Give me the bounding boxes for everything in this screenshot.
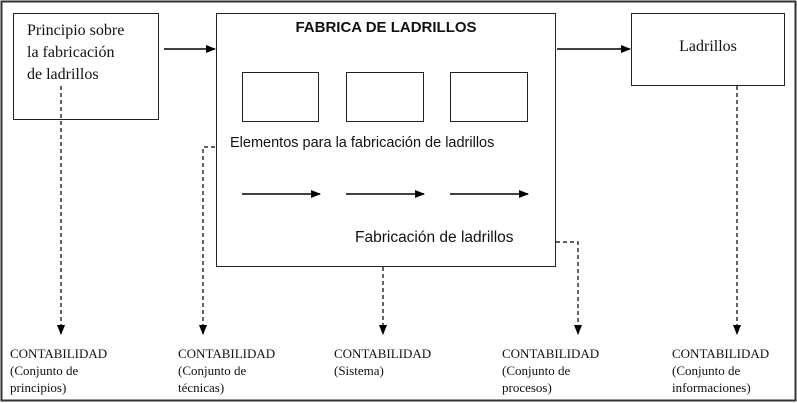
contabilidad-title: CONTABILIDAD — [334, 346, 432, 361]
contabilidad-informaciones: CONTABILIDAD (Conjunto de informaciones) — [672, 345, 769, 396]
elements-label: Elementos para la fabricación de ladrill… — [230, 135, 495, 151]
principle-box-text: Principio sobre la fabricación de ladril… — [27, 20, 124, 86]
output-box — [631, 13, 785, 86]
contabilidad-desc: principios) — [10, 380, 67, 395]
contabilidad-desc: técnicas) — [178, 380, 225, 395]
contabilidad-tecnicas: CONTABILIDAD (Conjunto de técnicas) — [178, 345, 275, 396]
dashed-connector-tecnicas — [199, 146, 215, 335]
element-box-2 — [346, 72, 424, 122]
contabilidad-desc: (Conjunto de — [672, 363, 741, 378]
factory-title: FABRICA DE LADRILLOS — [295, 19, 477, 36]
contabilidad-title: CONTABILIDAD — [502, 346, 600, 361]
contabilidad-desc: (Conjunto de — [10, 363, 79, 378]
principle-box — [13, 13, 159, 120]
contabilidad-desc: informaciones) — [672, 380, 751, 395]
contabilidad-title: CONTABILIDAD — [10, 346, 108, 361]
element-box-1 — [242, 72, 319, 122]
contabilidad-sistema: CONTABILIDAD (Sistema) — [334, 345, 431, 379]
element-box-3 — [450, 72, 528, 122]
contabilidad-principios: CONTABILIDAD (Conjunto de principios) — [10, 345, 107, 396]
contabilidad-desc: procesos) — [502, 380, 552, 395]
principle-line: la fabricación — [27, 44, 115, 61]
contabilidad-desc: (Conjunto de — [502, 363, 571, 378]
contabilidad-title: CONTABILIDAD — [672, 346, 770, 361]
output-label: Ladrillos — [679, 38, 737, 55]
contabilidad-desc: (Conjunto de — [178, 363, 247, 378]
contabilidad-procesos: CONTABILIDAD (Conjunto de procesos) — [502, 345, 599, 396]
principle-line: Principio sobre — [27, 22, 125, 39]
factory-box — [216, 13, 556, 267]
contabilidad-desc: (Sistema) — [334, 363, 384, 378]
contabilidad-title: CONTABILIDAD — [178, 346, 276, 361]
principle-line: de ladrillos — [27, 66, 99, 83]
process-label: Fabricación de ladrillos — [355, 229, 514, 246]
dashed-connector-procesos — [556, 241, 582, 335]
